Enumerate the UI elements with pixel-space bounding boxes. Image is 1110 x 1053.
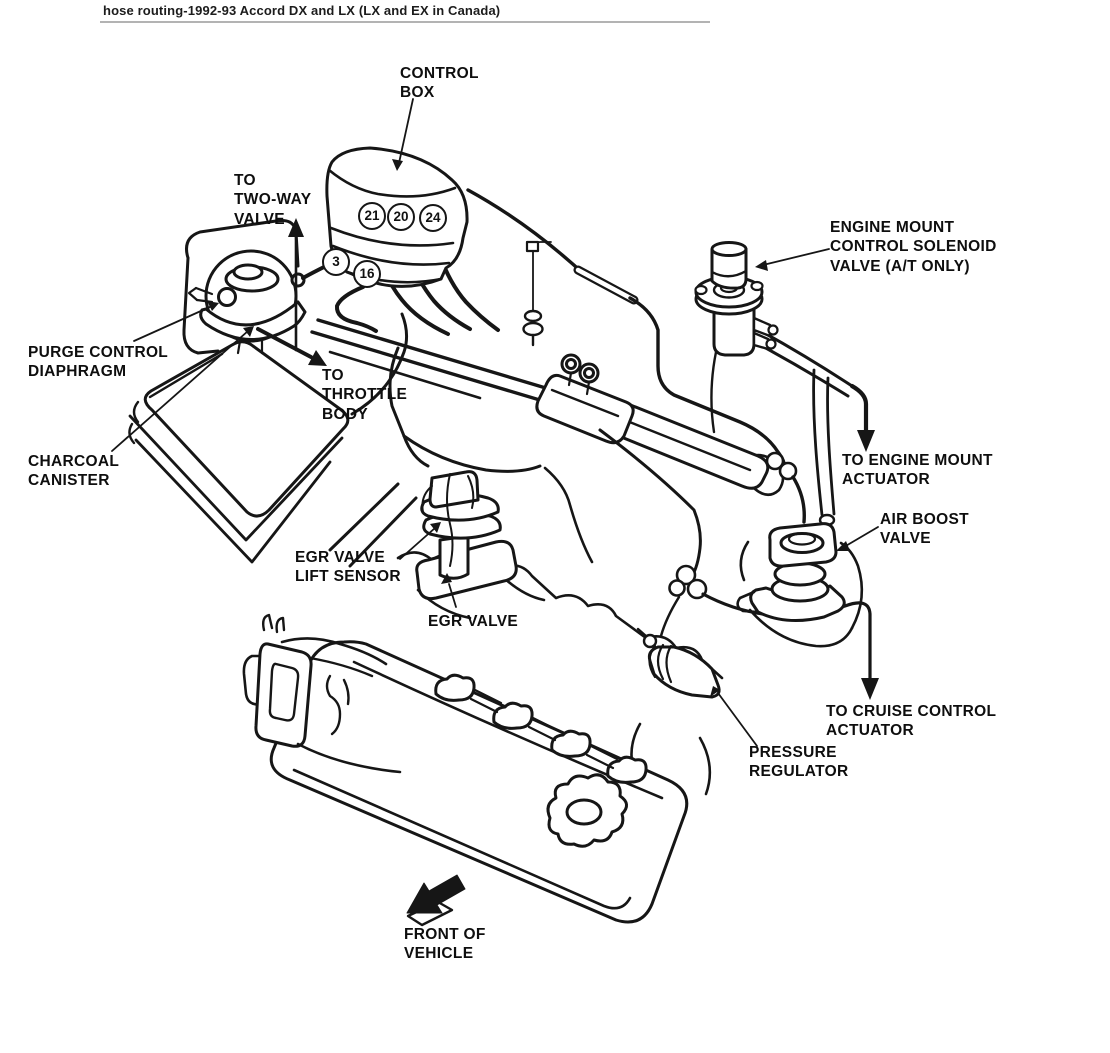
hose-port-16: 16 — [353, 260, 381, 288]
label-charcoal-canister: CHARCOAL CANISTER — [28, 453, 120, 490]
valve-cover-drawing — [242, 613, 689, 924]
label-to-two-way-valve: TO TWO-WAY VALVE — [234, 172, 312, 228]
engine-mount-solenoid-drawing — [694, 241, 779, 357]
front-of-vehicle-arrow — [406, 874, 466, 927]
label-to-cruise-control-actuator: TO CRUISE CONTROL ACTUATOR — [826, 703, 997, 740]
label-engine-mount-solenoid: ENGINE MOUNT CONTROL SOLENOID VALVE (A/T… — [830, 219, 997, 275]
direction-arrows — [256, 218, 879, 700]
page-title: hose routing-1992-93 Accord DX and LX (L… — [103, 3, 501, 18]
hose-port-20: 20 — [387, 203, 415, 231]
label-to-throttle-body: TO THROTTLE BODY — [322, 367, 408, 423]
label-control-box: CONTROL BOX — [400, 65, 479, 102]
label-purge-control-diaphragm: PURGE CONTROL DIAPHRAGM — [28, 344, 169, 381]
charcoal-canister-drawing — [128, 340, 350, 564]
title-divider — [100, 21, 710, 23]
label-air-boost-valve: AIR BOOST VALVE — [880, 511, 969, 548]
hose-port-3: 3 — [322, 248, 350, 276]
label-front-of-vehicle: FRONT OF VEHICLE — [404, 926, 486, 963]
hose-port-21: 21 — [358, 202, 386, 230]
egr-valve-drawing — [415, 470, 546, 620]
hose-port-24: 24 — [419, 204, 447, 232]
label-leaders — [111, 98, 879, 747]
air-boost-valve-drawing — [736, 522, 846, 622]
hose-fittings — [522, 240, 806, 524]
pressure-regulator-drawing — [636, 627, 721, 699]
fuel-rail-and-boxes — [310, 318, 770, 490]
label-to-engine-mount-actuator: TO ENGINE MOUNT ACTUATOR — [842, 452, 993, 489]
purge-control-diaphragm-drawing — [187, 249, 307, 355]
label-egr-valve: EGR VALVE — [428, 613, 519, 630]
label-egr-valve-lift-sensor: EGR VALVE LIFT SENSOR — [295, 549, 401, 586]
label-pressure-regulator: PRESSURE REGULATOR — [749, 744, 849, 781]
